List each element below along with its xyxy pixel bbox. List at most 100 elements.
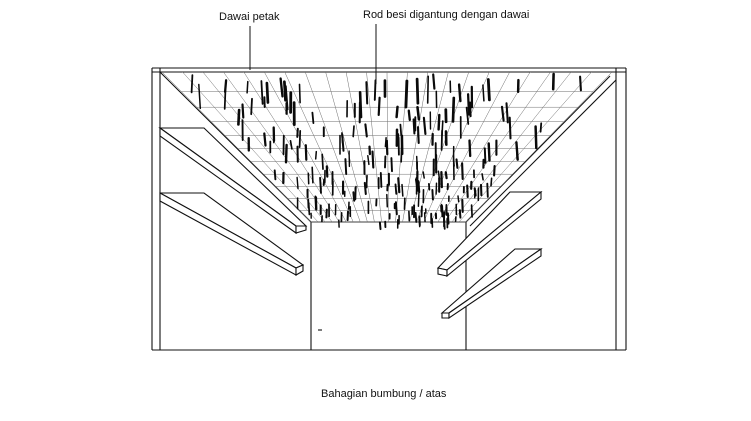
- hanging-rod: [265, 81, 270, 104]
- hanging-rod: [394, 183, 398, 195]
- right-shelf-upper: [436, 190, 543, 278]
- grid-depth-line: [345, 71, 375, 223]
- hanging-rod: [260, 80, 264, 105]
- hanging-rod: [457, 195, 460, 203]
- hanging-rod: [237, 108, 241, 126]
- hanging-rod: [416, 106, 421, 121]
- hanging-rod: [446, 212, 450, 225]
- hanging-rod: [377, 96, 381, 116]
- hanging-rod: [307, 202, 311, 216]
- grid-depth-line: [409, 71, 449, 223]
- hanging-rod: [493, 165, 496, 177]
- hanging-rod: [379, 171, 383, 188]
- hanging-rod: [417, 192, 420, 207]
- hanging-rod: [468, 139, 472, 158]
- hanging-rod: [279, 77, 284, 98]
- hanging-rod: [432, 73, 436, 90]
- hanging-rod: [428, 183, 431, 191]
- hanging-rod: [486, 78, 491, 102]
- hanging-rod: [321, 153, 324, 170]
- hanging-rod: [407, 109, 411, 122]
- hanging-rod: [423, 212, 426, 223]
- hanging-rod: [579, 75, 582, 92]
- hanging-rod: [364, 123, 368, 138]
- hanging-rod: [384, 137, 387, 148]
- left-shelves: [158, 126, 308, 276]
- grid-depth-line: [458, 71, 592, 223]
- hanging-rod: [440, 204, 444, 218]
- hanging-rod: [401, 183, 404, 197]
- hanging-rod: [539, 122, 543, 133]
- hanging-rod: [482, 84, 485, 102]
- grid-depth-line: [366, 71, 382, 223]
- hanging-rod: [298, 83, 301, 104]
- grid-depth-line: [437, 71, 531, 223]
- hanging-rod: [457, 83, 462, 103]
- hanging-rod: [263, 132, 267, 147]
- hanging-rod: [352, 191, 356, 202]
- hanging-rod: [451, 96, 456, 123]
- hanging-rod: [414, 178, 419, 188]
- hanging-rod: [296, 176, 299, 190]
- hanging-rod: [198, 83, 202, 110]
- hanging-rod: [441, 120, 444, 137]
- grid-depth-line: [304, 71, 361, 223]
- hanging-rod: [289, 139, 293, 150]
- hanging-rod: [414, 211, 418, 223]
- hanging-rod: [352, 125, 355, 138]
- hanging-rod: [358, 90, 363, 119]
- hanging-rod: [481, 173, 484, 181]
- hanging-rod: [483, 147, 487, 164]
- rod-label: Rod besi digantung dengan dawai: [363, 9, 530, 21]
- hanging-rod: [241, 103, 245, 119]
- grid-depth-line: [202, 71, 326, 223]
- right-shelves: [436, 190, 543, 320]
- hanging-rod: [385, 139, 389, 156]
- hanging-rod: [298, 130, 302, 148]
- hanging-rod: [190, 74, 194, 94]
- hanging-rod: [344, 158, 348, 175]
- grid-depth-line: [465, 71, 613, 223]
- grid-depth-line: [451, 71, 572, 223]
- label-leaders: [249, 24, 377, 84]
- hanging-rod: [325, 165, 329, 178]
- hanging-rod: [418, 215, 421, 227]
- hanging-rod: [322, 178, 326, 186]
- hanging-rod: [461, 162, 464, 180]
- hanging-rod: [455, 158, 459, 169]
- left-shelf-lower: [159, 192, 305, 276]
- hanging-rod: [431, 189, 434, 201]
- hanging-rod: [515, 141, 519, 161]
- hanging-rod: [466, 184, 469, 199]
- hanging-rod: [314, 150, 318, 160]
- hanging-rod: [223, 90, 227, 110]
- hanging-rod: [304, 144, 308, 161]
- hanging-rod: [486, 182, 489, 198]
- hanging-rod: [465, 106, 470, 125]
- hanging-rod: [296, 127, 299, 138]
- grid-depth-line: [284, 71, 354, 223]
- hanging-rod: [311, 111, 315, 125]
- ceiling-right-edge-2: [469, 79, 617, 227]
- hanging-rod: [466, 93, 471, 116]
- hanging-rod: [397, 177, 401, 194]
- hanging-rod: [354, 185, 357, 201]
- hanging-rod: [246, 80, 249, 94]
- left-shelf-upper: [158, 126, 308, 235]
- grid-depth-line: [325, 71, 368, 223]
- hanging-rod: [394, 201, 398, 216]
- hanging-rod: [395, 105, 399, 119]
- hanging-rod: [426, 75, 430, 104]
- grid-depth-line: [161, 71, 312, 223]
- grid-depth-line: [223, 71, 333, 223]
- hanging-rod: [386, 193, 389, 208]
- hanging-rod: [341, 132, 344, 144]
- hanging-rod: [367, 154, 370, 166]
- hanging-rod: [399, 123, 403, 137]
- hanging-rod: [500, 105, 505, 122]
- hanging-rod: [223, 79, 228, 93]
- hanging-rod: [444, 171, 448, 180]
- hanging-rod: [250, 97, 253, 116]
